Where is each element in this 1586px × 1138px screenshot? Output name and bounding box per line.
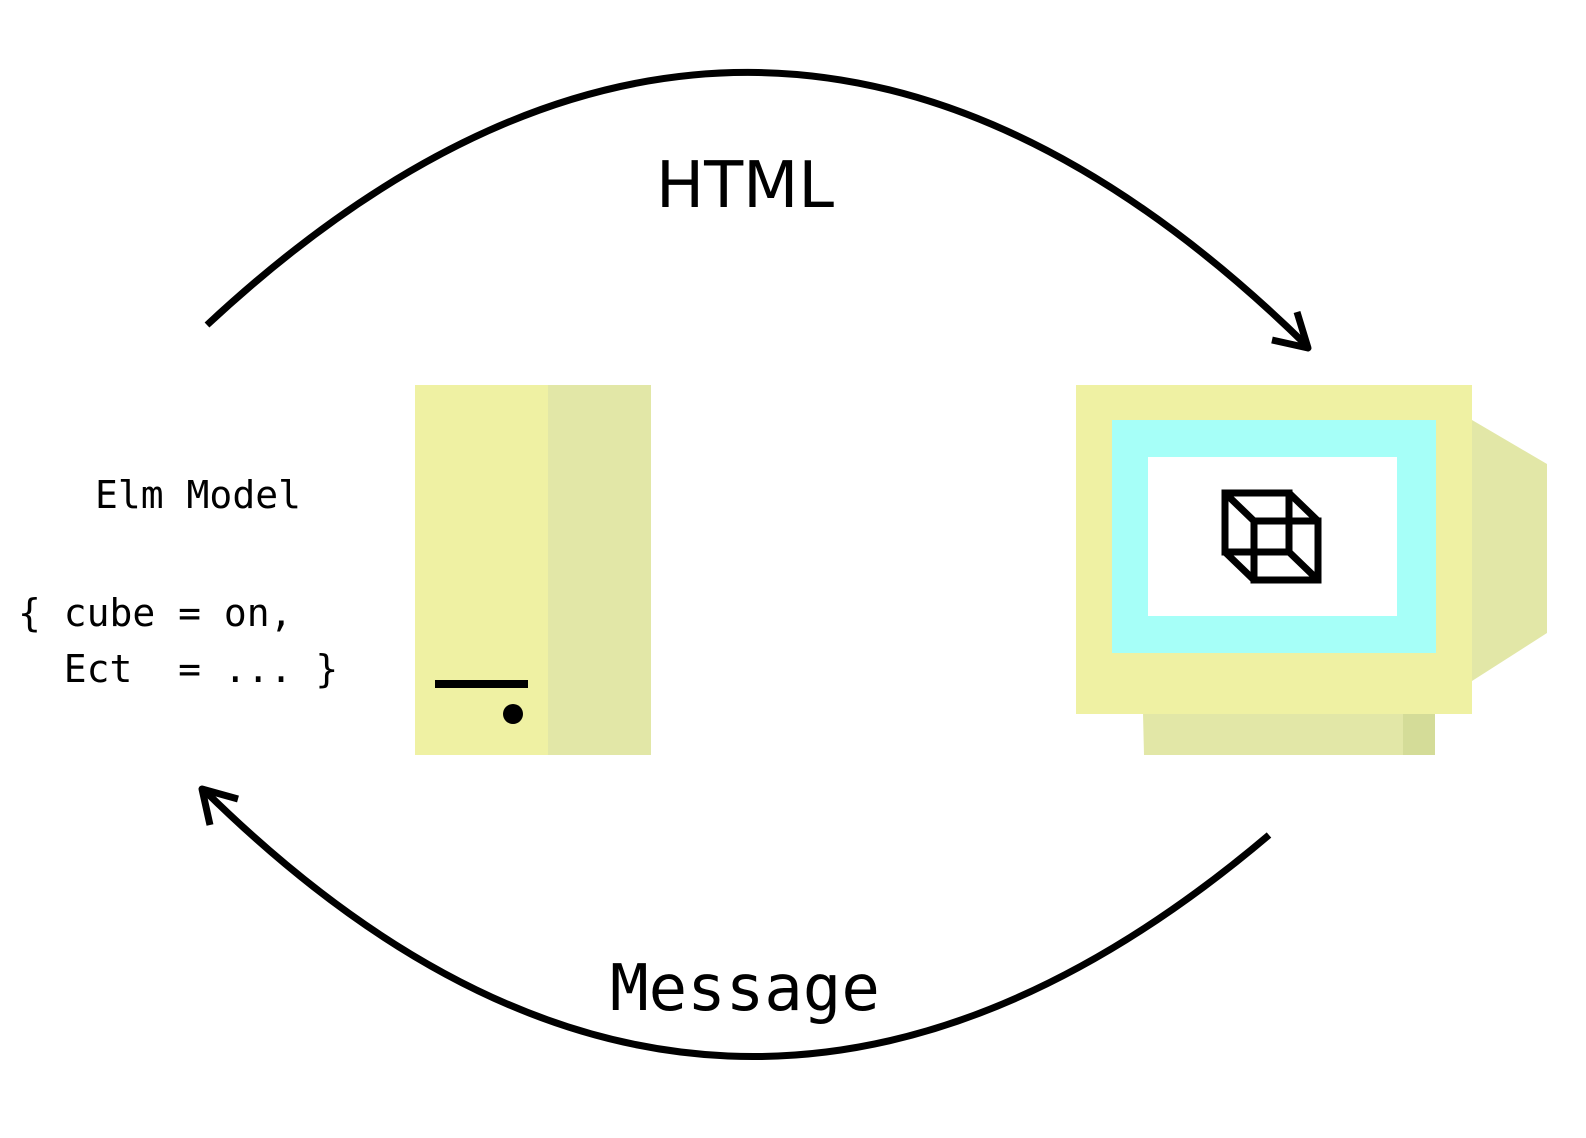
tower-side	[548, 385, 651, 755]
screen-inner	[1148, 457, 1397, 616]
html-arrow-label: HTML	[656, 149, 834, 223]
message-arrow	[198, 785, 1272, 1060]
server-tower	[415, 385, 651, 755]
tower-power-led	[503, 704, 523, 724]
message-arrow-label: Message	[610, 952, 880, 1026]
html-arrow	[204, 69, 1312, 352]
tower-front	[415, 385, 548, 755]
message-arrowhead	[198, 785, 239, 826]
model-title: Elm Model	[95, 473, 301, 517]
monitor-stand-shade	[1403, 713, 1435, 755]
monitor-side	[1472, 420, 1547, 681]
message-arrow-curve	[200, 786, 1272, 1060]
model-line-2: Ect = ... }	[18, 647, 338, 691]
model-line-1: { cube = on,	[18, 591, 293, 635]
html-arrow-curve	[204, 69, 1309, 348]
wireframe-cube-icon	[1221, 489, 1322, 584]
monitor-stand	[1143, 713, 1435, 755]
html-arrowhead	[1271, 310, 1312, 352]
monitor	[1076, 385, 1547, 755]
